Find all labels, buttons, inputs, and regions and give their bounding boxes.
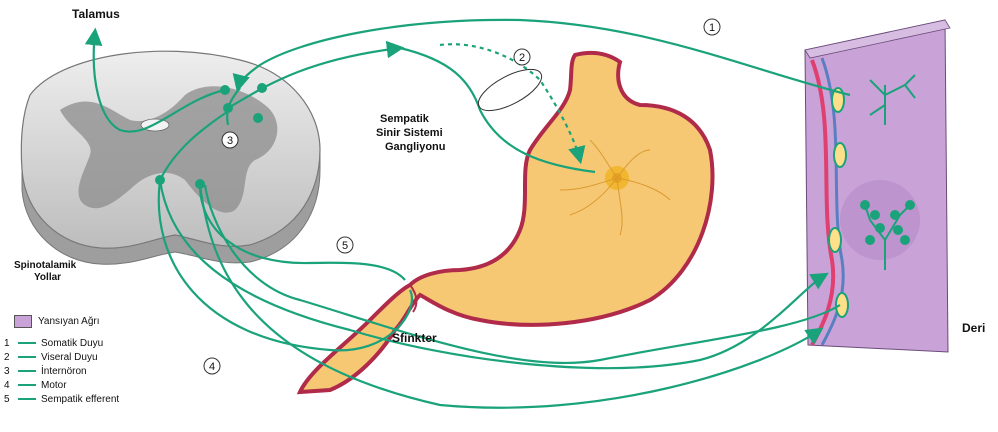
legend-item: 1 Somatik Duyu bbox=[4, 336, 119, 350]
legend: Yansıyan Ağrı 1 Somatik Duyu 2 Viseral D… bbox=[4, 314, 119, 406]
marker-3: 3 bbox=[222, 132, 238, 148]
legend-item-number: 5 bbox=[4, 394, 18, 405]
legend-line-swatch bbox=[18, 384, 36, 386]
deri-label: Deri bbox=[962, 321, 985, 335]
skin bbox=[805, 20, 950, 352]
ganglion-label-line2: Sinir Sistemi bbox=[376, 127, 443, 139]
legend-item-label: Sempatik efferent bbox=[41, 394, 119, 405]
somatic-pathway-1 bbox=[238, 20, 850, 95]
marker-1: 1 bbox=[704, 19, 720, 35]
legend-item: 3 İnternöron bbox=[4, 364, 119, 378]
legend-line-swatch bbox=[18, 398, 36, 400]
marker-4: 4 bbox=[204, 358, 220, 374]
marker-5: 5 bbox=[337, 237, 353, 253]
svg-text:1: 1 bbox=[709, 22, 715, 34]
spinotalamik-label-line2: Yollar bbox=[34, 272, 61, 283]
legend-item-number: 1 bbox=[4, 338, 18, 349]
legend-line-swatch bbox=[18, 342, 36, 344]
ganglion-label-line1: Sempatik bbox=[380, 113, 430, 125]
legend-item: 5 Sempatik efferent bbox=[4, 392, 119, 406]
stomach bbox=[300, 53, 713, 392]
referred-pain-swatch bbox=[14, 315, 32, 328]
legend-item-label: Motor bbox=[41, 380, 67, 391]
spinotalamik-label-line1: Spinotalamik bbox=[14, 260, 77, 271]
legend-item-number: 4 bbox=[4, 380, 18, 391]
legend-line-swatch bbox=[18, 370, 36, 372]
legend-item-label: İnternöron bbox=[41, 366, 87, 377]
legend-item-number: 3 bbox=[4, 366, 18, 377]
legend-item-number: 2 bbox=[4, 352, 18, 363]
svg-text:4: 4 bbox=[209, 361, 215, 373]
talamus-label: Talamus bbox=[72, 7, 120, 21]
marker-2: 2 bbox=[514, 49, 530, 65]
legend-item: 2 Viseral Duyu bbox=[4, 350, 119, 364]
legend-line-swatch bbox=[18, 356, 36, 358]
legend-item: 4 Motor bbox=[4, 378, 119, 392]
sfinkter-label: Sfinkter bbox=[392, 331, 437, 345]
svg-text:5: 5 bbox=[342, 240, 348, 252]
legend-referred-pain-label: Yansıyan Ağrı bbox=[38, 316, 100, 327]
legend-item-label: Somatik Duyu bbox=[41, 338, 103, 349]
legend-referred-pain: Yansıyan Ağrı bbox=[4, 314, 119, 328]
ganglion-label-line3: Gangliyonu bbox=[385, 141, 446, 153]
svg-text:3: 3 bbox=[227, 135, 233, 147]
ganglion-highlight bbox=[473, 61, 548, 119]
legend-item-label: Viseral Duyu bbox=[41, 352, 98, 363]
svg-text:2: 2 bbox=[519, 52, 525, 64]
